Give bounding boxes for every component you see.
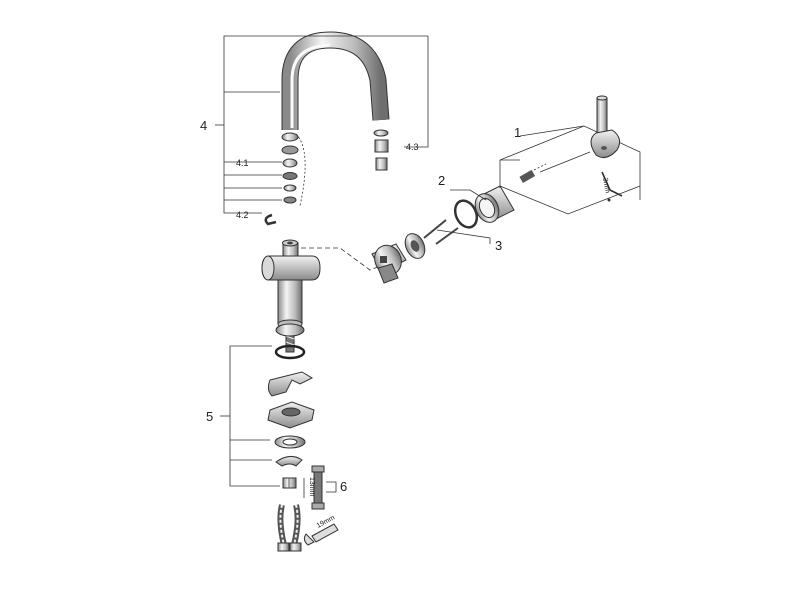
cover-cap-part [474, 185, 515, 223]
callout-label-4: 4 [200, 118, 207, 133]
callout-label-3: 3 [495, 238, 502, 253]
cartridge-nut-part [404, 233, 426, 259]
callout-label-4-3: 4.3 [406, 142, 419, 152]
callout-2-line [450, 189, 487, 201]
wrench-19mm-tool [303, 523, 339, 546]
spout-seal-stack [281, 132, 306, 207]
spout-part [281, 31, 390, 130]
callout-5-bracket [220, 345, 280, 487]
cartridge-part [371, 243, 407, 284]
u-clamp-part [275, 456, 303, 467]
fixing-plate-part [267, 401, 315, 429]
callout-3-line [436, 229, 491, 244]
screw-part-b [435, 227, 459, 245]
horseshoe-washer-part [267, 371, 314, 397]
screw-part-a [423, 219, 447, 239]
dimension-label-13mm: 13mm [308, 477, 315, 497]
callout-label-5: 5 [206, 409, 213, 424]
o-ring-part [453, 199, 479, 229]
callout-label-2: 2 [438, 173, 445, 188]
clip-part [264, 213, 277, 226]
callout-label-1: 1 [514, 125, 521, 140]
mixer-body-part [261, 239, 321, 329]
lever-handle-part [590, 95, 621, 159]
callout-6-line [326, 481, 337, 493]
hose-connector-part [311, 465, 325, 510]
callout-label-4-1: 4.1 [236, 158, 249, 168]
callout-1-bracket [499, 125, 641, 215]
callout-4-bracket [215, 35, 429, 214]
callout-label-4-2: 4.2 [236, 210, 249, 220]
fixing-nut-part [282, 477, 297, 489]
hex-key-3mm-tool [601, 171, 623, 202]
base-washer-part [275, 323, 305, 337]
set-screw-part [519, 163, 547, 183]
flexible-hoses-part [277, 504, 302, 552]
fixing-washer-hole [282, 438, 298, 446]
dimension-label-3mm: 3mm [601, 177, 611, 194]
callout-label-6: 6 [340, 479, 347, 494]
aerator-part [373, 129, 389, 171]
base-gasket-part [274, 344, 306, 360]
